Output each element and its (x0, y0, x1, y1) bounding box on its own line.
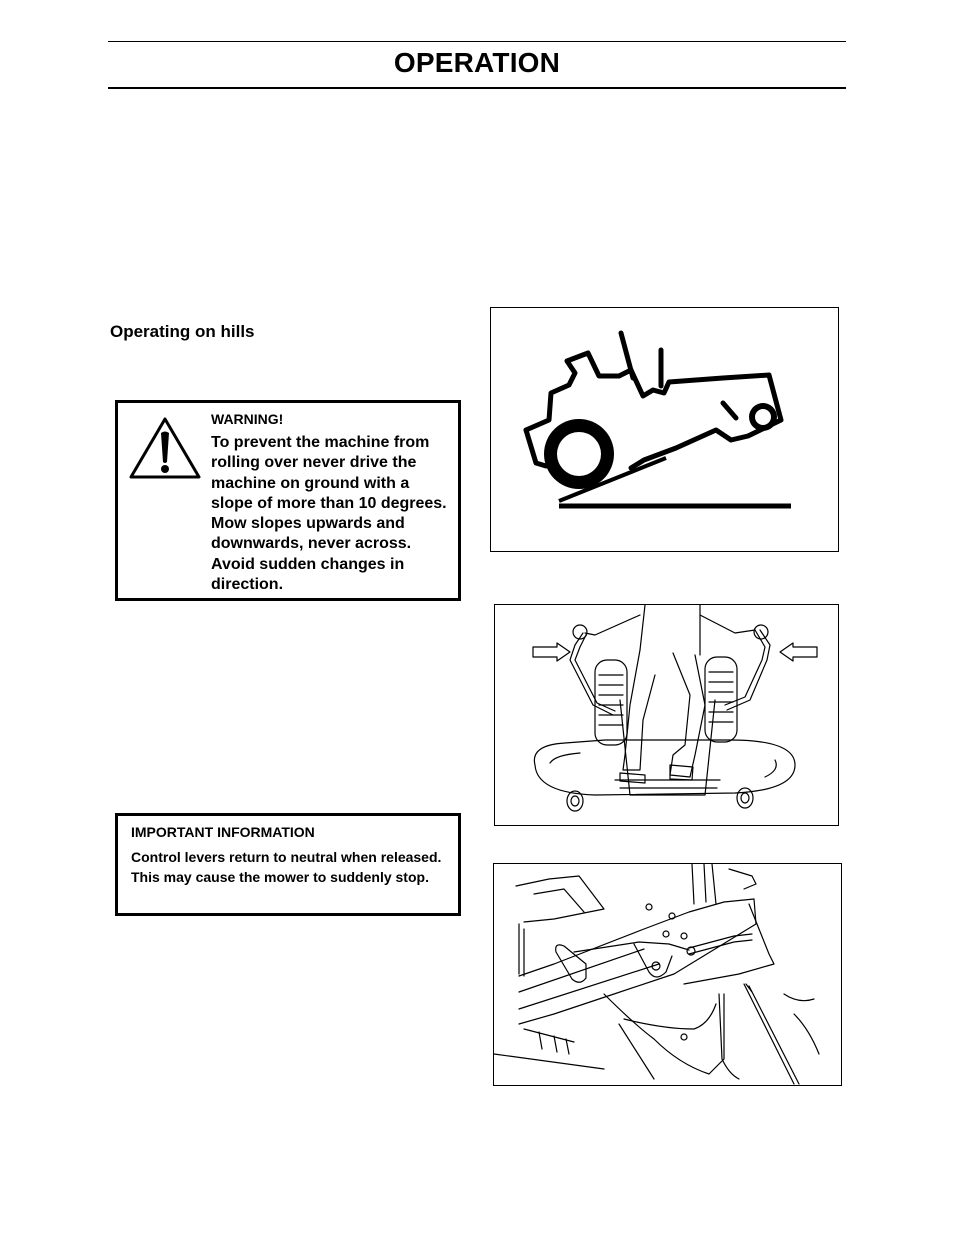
header-top-rule (108, 41, 846, 42)
warning-triangle-icon (128, 415, 202, 481)
section-heading: Operating on hills (110, 322, 255, 341)
warning-text: To prevent the machine from rolling over… (211, 434, 447, 594)
warning-box: WARNING! To prevent the machine from rol… (115, 400, 461, 601)
lever-linkage-illustration (493, 863, 842, 1086)
important-info-title: IMPORTANT INFORMATION (131, 824, 315, 840)
header-bottom-rule (108, 87, 846, 89)
important-info-text: Control levers return to neutral when re… (131, 849, 442, 885)
warning-title: WARNING! (211, 411, 284, 427)
important-info-box: IMPORTANT INFORMATION Control levers ret… (115, 813, 461, 916)
mower-on-slope-illustration (490, 307, 839, 552)
page-title: OPERATION (393, 47, 561, 78)
operator-control-levers-illustration (494, 604, 839, 826)
